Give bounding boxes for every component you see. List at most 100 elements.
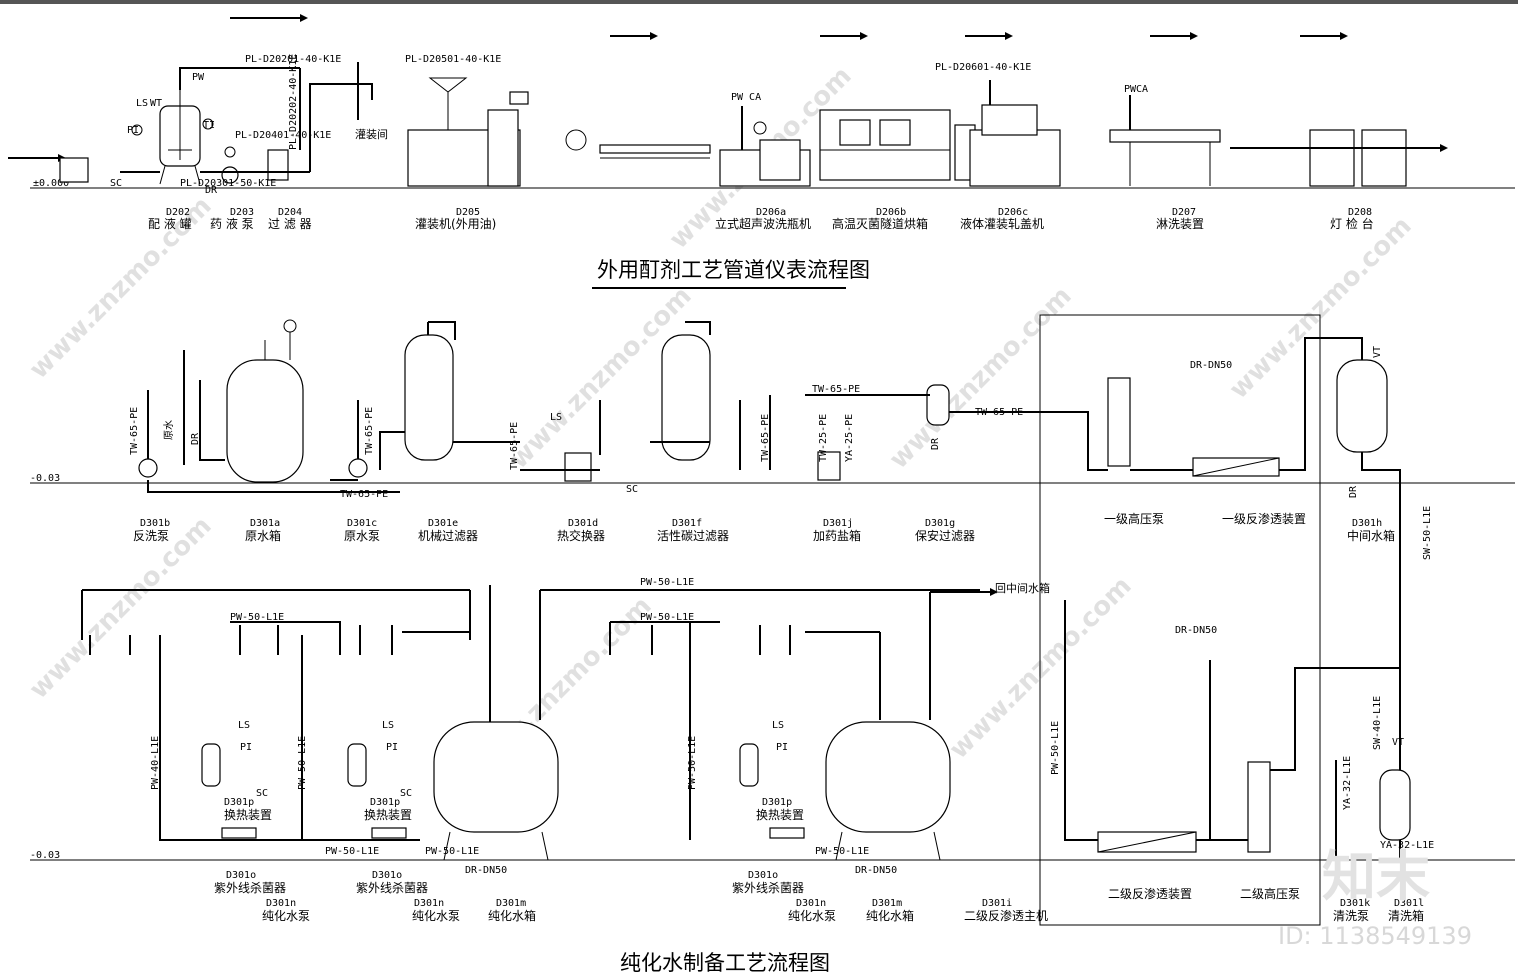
inspection-table <box>1309 129 1407 187</box>
filling-capping-machine <box>969 80 1061 187</box>
equipment-name: 液体灌装轧盖机 <box>960 216 1044 231</box>
misc-label: DR <box>930 437 941 450</box>
pipe-label: PL-D20501-40-K1E <box>405 54 501 65</box>
equipment-name: 过 滤 器 <box>268 217 312 231</box>
misc-label: VT <box>1372 346 1383 358</box>
drawing-label: D301d <box>568 518 598 529</box>
pretreatment-piping <box>183 321 1401 860</box>
instrument-label: PW CA <box>731 92 761 103</box>
equipment-name: 灌装机(外用油) <box>415 217 496 231</box>
misc-label: VT <box>1392 737 1404 748</box>
drawing-label: D301o <box>226 870 256 881</box>
pipe-label: TW-65-PE <box>129 407 140 455</box>
watermark-text: www.znzmo.com <box>884 281 1078 475</box>
misc-label: LS <box>772 720 784 731</box>
pipe-label: PL-D20201-40-K1E <box>245 54 341 65</box>
purified-water-tank <box>825 721 951 833</box>
filling-machine <box>407 77 587 187</box>
distribution-loop-piping <box>81 589 471 841</box>
raw-water-pump <box>348 458 368 478</box>
instrument-label: PWCA <box>1124 84 1148 95</box>
misc-label: LS <box>238 720 250 731</box>
misc-label: PI <box>240 742 252 753</box>
tunnel-oven <box>819 109 976 181</box>
pipe-label: SW-50-L1E <box>1422 506 1433 560</box>
elevation-label: ±0.000 <box>33 178 69 189</box>
pipe-label: PW-50-L1E <box>297 736 308 790</box>
pipe-label: DR-DN50 <box>855 865 897 876</box>
pipe-label: TW-65-PE <box>509 422 520 470</box>
misc-label: DR <box>1348 485 1359 498</box>
pipe-label: PW-50-L1E <box>425 846 479 857</box>
bottle-washer <box>599 106 811 187</box>
pipe-label: YA-32-L1E <box>1380 840 1434 851</box>
pipe-label: TW-65-PE <box>364 407 375 455</box>
drawing-label: 紫外线杀菌器 <box>356 880 428 895</box>
carbon-filter <box>661 334 711 461</box>
viewer-top-border <box>0 0 1518 4</box>
equipment-name: 淋洗装置 <box>1156 217 1204 231</box>
pipe-label: TW-65-PE <box>975 407 1023 418</box>
pipe-label: PL-D20601-40-K1E <box>935 62 1031 73</box>
pipe-label: TW-65-PE <box>812 384 860 395</box>
heat-exchanger-small <box>739 743 759 787</box>
pipe-label: SW-40-L1E <box>1372 696 1383 750</box>
drawing-label: D301g <box>925 518 955 529</box>
pipe-label: PW-50-L1E <box>640 577 694 588</box>
equipment-code: D204 <box>278 207 302 218</box>
direction-arrows <box>610 32 1348 40</box>
drawing-label: 紫外线杀菌器 <box>214 880 286 895</box>
instrument-label: DR <box>205 185 218 196</box>
pipe-label: PW-50-L1E <box>815 846 869 857</box>
drawing-label: D301l <box>1394 898 1424 909</box>
drawing-label: 纯化水泵 <box>262 909 310 923</box>
uv-sterilizer <box>769 827 805 839</box>
drawing-label: 原水泵 <box>344 529 380 543</box>
dosing-salt-tank <box>817 451 841 481</box>
drawing-label: D301e <box>428 518 458 529</box>
heat-exchanger-small <box>347 743 367 787</box>
top-pipe-run <box>120 83 373 173</box>
drawing-label: 机械过滤器 <box>418 528 478 543</box>
instrument-label: TI <box>203 120 215 131</box>
drawing-label: 二级反渗透装置 <box>1108 886 1192 901</box>
return-label: 回中间水箱 <box>995 581 1050 595</box>
drawing-label: D301p <box>370 797 400 808</box>
drawing-label: 纯化水泵 <box>412 909 460 923</box>
pipe-label: TW-25-PE <box>818 414 829 462</box>
equipment-name: 立式超声波洗瓶机 <box>715 216 811 231</box>
pipe-label: PL-D20301-50-K1E <box>180 178 276 189</box>
drawing-label: 纯化水箱 <box>488 908 536 923</box>
drawing-label: D301i <box>982 898 1012 909</box>
top-process-section: ±0.000 PL-D20201-40-K1E PL-D20202-40-K1E… <box>8 14 1515 289</box>
section-title: 纯化水制备工艺流程图 <box>620 951 830 975</box>
drawing-label: D301m <box>872 898 902 909</box>
purified-water-loop-section: PW-50-L1E PW-50-L1E PW-50-L1E PW-50-L1E … <box>81 577 1434 975</box>
drawing-label: D301n <box>266 898 296 909</box>
equipment-name: 药 液 泵 <box>210 216 254 231</box>
drawing-label: 换热装置 <box>364 808 412 822</box>
pipe-label: PW-50-L1E <box>640 612 694 623</box>
pipe-label: DR-DN50 <box>1190 360 1232 371</box>
rinse-unit <box>1109 95 1221 186</box>
watermark-text: www.znzmo.com <box>1224 211 1418 405</box>
equipment-name: 高温灭菌隧道烘箱 <box>832 216 928 231</box>
top-equipment-labels: D202 配 液 罐 D203 药 液 泵 D204 过 滤 器 D205 灌装… <box>148 207 1374 231</box>
pipe-label: TW-65-PE <box>340 489 388 500</box>
id-watermark: ID: 1138549139 <box>1278 922 1472 950</box>
drawing-label: 加药盐箱 <box>813 528 861 543</box>
drawing-label: 热交换器 <box>557 528 605 543</box>
pipe-label: YA-32-L1E <box>1342 756 1353 810</box>
equipment-code: D202 <box>166 207 190 218</box>
drawing-label: 一级反渗透装置 <box>1222 511 1306 526</box>
elevation-label: -0.03 <box>30 473 60 484</box>
drawing-label: 原水箱 <box>245 528 281 543</box>
pipe-label: DR-DN50 <box>1175 625 1217 636</box>
upper-equipment-labels: D301b 反洗泵 D301a 原水箱 D301c 原水泵 D301e 机械过滤… <box>133 511 1395 543</box>
drawing-label: 清洗泵 <box>1333 909 1369 923</box>
drawing-label: D301c <box>347 518 377 529</box>
misc-label: LS <box>550 412 562 423</box>
hp-pump-1 <box>1107 377 1131 467</box>
pipe-label: PW-50-L1E <box>325 846 379 857</box>
cleaning-tank <box>1379 769 1411 841</box>
